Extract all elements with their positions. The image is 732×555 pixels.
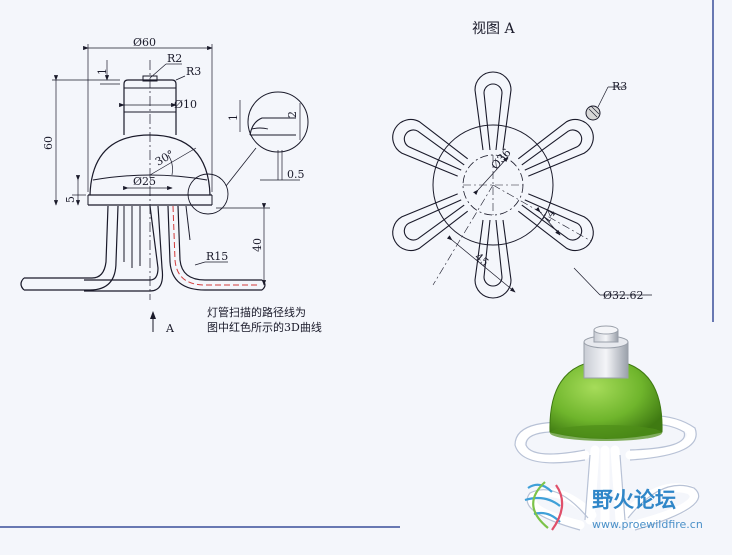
petal	[517, 118, 594, 177]
dim-radius-3-right: R3	[612, 80, 627, 93]
dim-one-top: 1	[96, 68, 109, 75]
petal	[474, 71, 512, 151]
dim-fortyfive: 45	[472, 250, 491, 269]
watermark-url: www.proewildfire.cn	[592, 518, 703, 531]
dim-half: 0.5	[287, 168, 305, 181]
watermark: 野火论坛 www.proewildfire.cn	[524, 481, 703, 531]
sweep-path-red	[172, 205, 258, 286]
view-a-title: 视图 A	[472, 21, 515, 37]
dim-diameter-60: Ø60	[133, 36, 156, 49]
dim-five: 5	[64, 196, 77, 203]
note-line-1: 灯管扫描的路径线为	[207, 305, 306, 319]
petal	[517, 193, 594, 252]
dim-diameter-36: Ø36	[489, 146, 514, 172]
dim-diameter-10: Ø10	[174, 98, 197, 111]
dim-diameter-3262: Ø32.62	[603, 289, 644, 302]
watermark-logo	[524, 481, 564, 531]
dim-radius-2: R2	[167, 52, 182, 65]
dim-detail-one: 1	[227, 114, 240, 121]
dim-forty: 40	[251, 238, 264, 252]
petal	[392, 193, 469, 252]
sheet-frame	[0, 0, 714, 528]
watermark-name: 野火论坛	[592, 488, 676, 512]
lamp-tubes	[20, 205, 266, 292]
dim-radius-15: R15	[206, 250, 228, 263]
dim-fourteen: 14	[540, 207, 559, 226]
dim-diameter-25: Ø25	[133, 175, 156, 188]
flower-dimensions	[446, 156, 652, 296]
view-arrow-label: A	[165, 322, 175, 335]
front-dimensions	[52, 44, 301, 332]
dim-detail-two: 2	[286, 111, 299, 118]
note-line-2: 图中红色所示的3D曲线	[207, 320, 322, 334]
detail-callout	[187, 91, 309, 215]
flower-view	[392, 71, 625, 299]
dim-angle-30: 30°	[153, 148, 176, 169]
dim-sixty: 60	[42, 136, 55, 150]
petal	[392, 118, 469, 177]
dim-radius-3-top: R3	[186, 65, 201, 78]
